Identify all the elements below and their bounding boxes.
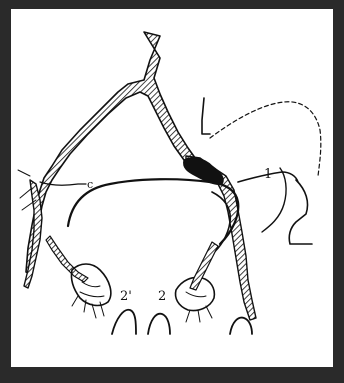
- label-2: 2: [158, 290, 166, 303]
- label-1: 1: [264, 168, 272, 181]
- label-2-prime: 2': [120, 290, 132, 303]
- paper: [11, 9, 333, 367]
- label-c: c: [87, 179, 93, 190]
